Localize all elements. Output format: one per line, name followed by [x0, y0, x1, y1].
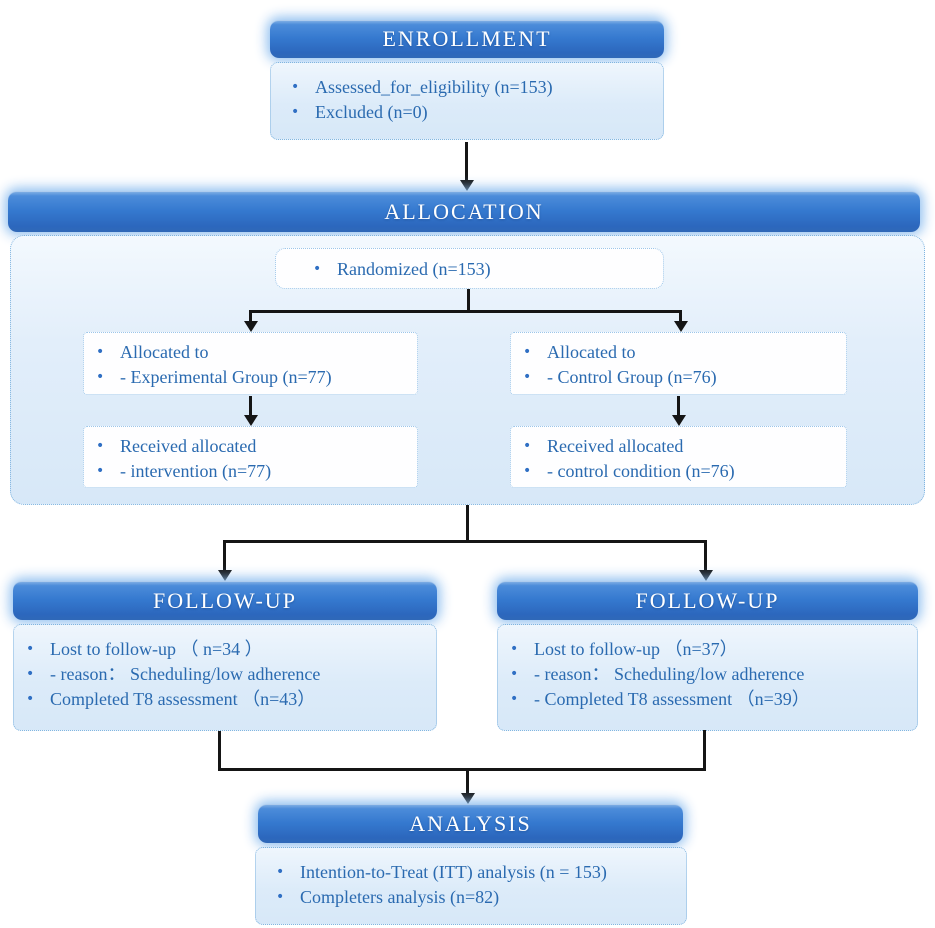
- bullet-icon: •: [523, 463, 532, 479]
- connector-to-followup-right: [704, 540, 707, 570]
- analysis-item: • Intention-to-Treat (ITT) analysis (n =…: [256, 860, 686, 885]
- followup-item-label: Completed T8 assessment （n=43）: [50, 689, 316, 709]
- followup-right-box: • Lost to follow-up （n=37） • - reason： S…: [497, 624, 918, 731]
- analysis-item-label: Completers analysis (n=82): [300, 887, 500, 907]
- allocated-item-label: - Experimental Group (n=77): [120, 367, 332, 387]
- connector-enrollment-to-allocation: [465, 142, 468, 180]
- bullet-icon: •: [291, 79, 300, 95]
- received-item-label: Received allocated: [547, 436, 684, 456]
- allocated-item-label: - Control Group (n=76): [547, 367, 717, 387]
- arrow-down-icon: [244, 415, 258, 426]
- analysis-header: ANALYSIS: [258, 804, 683, 843]
- allocated-item: • - Control Group (n=76): [511, 365, 846, 390]
- enrollment-header: ENROLLMENT: [270, 20, 664, 58]
- bullet-icon: •: [26, 666, 35, 682]
- followup-item-label: - reason： Scheduling/low adherence: [50, 664, 321, 684]
- received-item: • Received allocated: [511, 434, 846, 459]
- control-received-box: • Received allocated • - control conditi…: [510, 426, 847, 488]
- connector-followup-left-stem: [218, 731, 221, 771]
- received-item-label: Received allocated: [120, 436, 257, 456]
- connector-to-analysis: [466, 768, 469, 794]
- bullet-icon: •: [96, 369, 105, 385]
- arrow-down-icon: [218, 570, 232, 581]
- allocated-item-label: Allocated to: [120, 342, 209, 362]
- followup-item: • Completed T8 assessment （n=43）: [14, 687, 436, 712]
- allocation-header: ALLOCATION: [8, 191, 920, 232]
- allocated-item: • Allocated to: [511, 340, 846, 365]
- experimental-allocated-box: • Allocated to • - Experimental Group (n…: [83, 332, 418, 395]
- followup-item-label: Lost to follow-up （ n=34 ）: [50, 639, 263, 659]
- allocated-item: • - Experimental Group (n=77): [84, 365, 417, 390]
- followup-item: • - reason： Scheduling/low adherence: [498, 662, 917, 687]
- followup-left-header: FOLLOW-UP: [13, 581, 437, 620]
- bullet-icon: •: [510, 691, 519, 707]
- bullet-icon: •: [523, 344, 532, 360]
- arrow-down-icon: [699, 570, 713, 581]
- connector-to-control: [679, 310, 682, 322]
- followup-item: • Lost to follow-up （ n=34 ）: [14, 637, 436, 662]
- followup-right-header: FOLLOW-UP: [497, 581, 918, 620]
- followup-item: • - Completed T8 assessment （n=39）: [498, 687, 917, 712]
- connector-analysis-merge: [218, 768, 706, 771]
- bullet-icon: •: [523, 438, 532, 454]
- randomized-item-label: Randomized (n=153): [337, 259, 491, 279]
- received-item-label: - intervention (n=77): [120, 461, 272, 481]
- bullet-icon: •: [96, 438, 105, 454]
- connector-to-followup-left: [223, 540, 226, 570]
- experimental-received-box: • Received allocated • - intervention (n…: [83, 426, 418, 488]
- eligibility-item-label: Excluded (n=0): [315, 102, 428, 122]
- followup-item: • - reason： Scheduling/low adherence: [14, 662, 436, 687]
- bullet-icon: •: [26, 641, 35, 657]
- analysis-box: • Intention-to-Treat (ITT) analysis (n =…: [255, 847, 687, 925]
- received-item: • - intervention (n=77): [84, 459, 417, 484]
- bullet-icon: •: [291, 104, 300, 120]
- followup-item-label: - reason： Scheduling/low adherence: [534, 664, 805, 684]
- connector-followup-split: [223, 540, 707, 543]
- arrow-down-icon: [244, 321, 258, 332]
- allocated-item-label: Allocated to: [547, 342, 636, 362]
- bullet-icon: •: [276, 889, 285, 905]
- bullet-icon: •: [510, 666, 519, 682]
- arrow-down-icon: [461, 793, 475, 804]
- connector-allocation-stem: [466, 505, 469, 543]
- received-item-label: - control condition (n=76): [547, 461, 735, 481]
- eligibility-item-label: Assessed_for_eligibility (n=153): [315, 77, 553, 97]
- arrow-down-icon: [672, 415, 686, 426]
- bullet-icon: •: [313, 261, 322, 277]
- bullet-icon: •: [26, 691, 35, 707]
- bullet-icon: •: [510, 641, 519, 657]
- connector-to-experimental: [249, 310, 252, 322]
- followup-item-label: - Completed T8 assessment （n=39）: [534, 689, 810, 709]
- followup-item: • Lost to follow-up （n=37）: [498, 637, 917, 662]
- arrow-down-icon: [674, 321, 688, 332]
- arrow-down-icon: [460, 180, 474, 191]
- received-item: • Received allocated: [84, 434, 417, 459]
- bullet-icon: •: [523, 369, 532, 385]
- bullet-icon: •: [96, 463, 105, 479]
- bullet-icon: •: [276, 864, 285, 880]
- connector-followup-right-stem: [703, 730, 706, 771]
- connector-randomized-split: [249, 310, 682, 313]
- randomized-box: • Randomized (n=153): [275, 248, 664, 289]
- analysis-item-label: Intention-to-Treat (ITT) analysis (n = 1…: [300, 862, 607, 882]
- analysis-item: • Completers analysis (n=82): [256, 885, 686, 910]
- followup-left-box: • Lost to follow-up （ n=34 ） • - reason：…: [13, 624, 437, 731]
- bullet-icon: •: [96, 344, 105, 360]
- randomized-item: • Randomized (n=153): [276, 257, 663, 282]
- connector-randomized-stem: [467, 289, 470, 311]
- eligibility-item: • Excluded (n=0): [271, 100, 663, 125]
- received-item: • - control condition (n=76): [511, 459, 846, 484]
- followup-item-label: Lost to follow-up （n=37）: [534, 639, 738, 659]
- connector-control-received: [677, 396, 680, 415]
- control-allocated-box: • Allocated to • - Control Group (n=76): [510, 332, 847, 395]
- allocated-item: • Allocated to: [84, 340, 417, 365]
- connector-experimental-received: [249, 396, 252, 415]
- eligibility-box: • Assessed_for_eligibility (n=153) • Exc…: [270, 62, 664, 140]
- eligibility-item: • Assessed_for_eligibility (n=153): [271, 75, 663, 100]
